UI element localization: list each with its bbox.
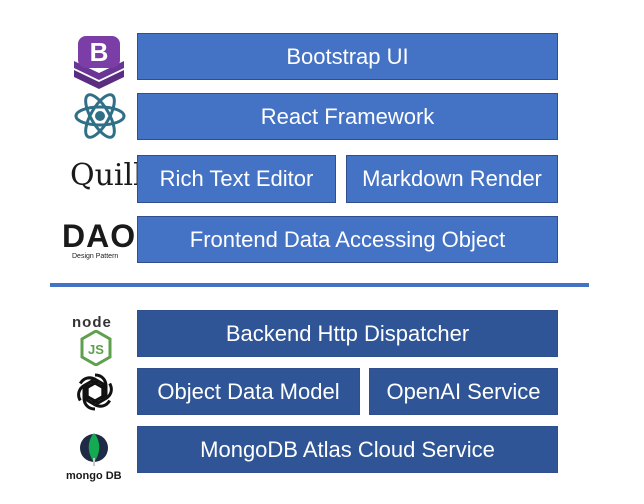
bootstrap-ui-layer: Bootstrap UI <box>137 33 558 80</box>
frontend-backend-divider <box>50 283 589 287</box>
backend-http-dispatcher-layer: Backend Http Dispatcher <box>137 310 558 357</box>
object-data-model-label: Object Data Model <box>157 378 340 404</box>
bootstrap-icon: B <box>74 36 124 89</box>
nodejs-js-text: JS <box>88 342 104 357</box>
rich-text-editor-label: Rich Text Editor <box>159 166 314 191</box>
react-framework-label: React Framework <box>260 103 435 129</box>
bootstrap-ui-label: Bootstrap UI <box>286 43 409 69</box>
openai-icon <box>77 373 113 411</box>
backend-http-dispatcher-label: Backend Http Dispatcher <box>225 320 470 346</box>
frontend-dao-label: Frontend Data Accessing Object <box>189 226 506 252</box>
nodejs-icon: JS <box>80 330 112 366</box>
frontend-dao-layer: Frontend Data Accessing Object <box>137 216 558 263</box>
quill-logo: Quill <box>70 158 143 193</box>
markdown-render-label: Markdown Render <box>362 166 542 191</box>
openai-service-label: OpenAI Service <box>386 378 541 404</box>
object-data-model-layer: Object Data Model <box>137 368 360 415</box>
dao-subtitle: Design Pattern <box>72 253 119 260</box>
react-framework-layer: React Framework <box>137 93 558 140</box>
bootstrap-letter: B <box>90 37 109 67</box>
mongodb-logo: mongo DB <box>64 428 124 486</box>
react-icon <box>74 93 126 139</box>
mongodb-icon <box>80 433 108 466</box>
nodejs-logo: node JS <box>72 314 122 366</box>
mongodb-atlas-label: MongoDB Atlas Cloud Service <box>200 436 495 462</box>
mongodb-word: mongo DB <box>66 470 122 482</box>
rich-text-editor-layer: Rich Text Editor <box>137 155 336 203</box>
dao-logo: DAO <box>62 218 137 254</box>
markdown-render-layer: Markdown Render <box>346 155 558 203</box>
openai-service-layer: OpenAI Service <box>369 368 558 415</box>
nodejs-word: node <box>72 314 112 331</box>
mongodb-atlas-layer: MongoDB Atlas Cloud Service <box>137 426 558 473</box>
